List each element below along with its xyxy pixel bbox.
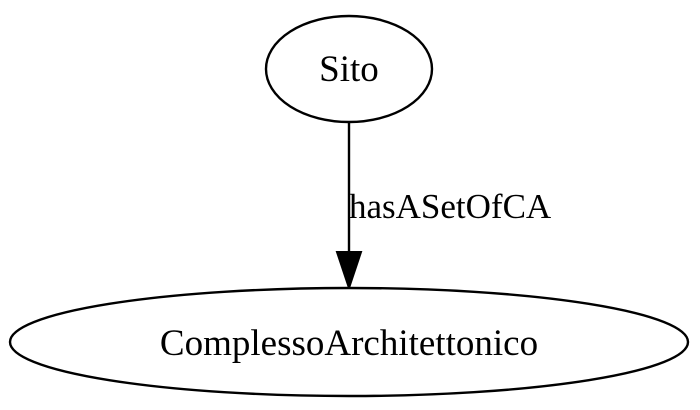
node-sito-shape	[264, 14, 434, 124]
node-sito-label: Sito	[319, 49, 379, 90]
arrowhead	[335, 251, 363, 292]
node-complesso-architettonico: ComplessoArchitettonico	[8, 286, 690, 398]
edge-has-a-set-of-ca: hasASetOfCA	[335, 123, 552, 292]
node-sito: Sito	[264, 14, 434, 124]
node-complesso-label: ComplessoArchitettonico	[160, 323, 538, 364]
edge-label: hasASetOfCA	[349, 187, 552, 226]
node-complesso-shape	[8, 286, 690, 398]
